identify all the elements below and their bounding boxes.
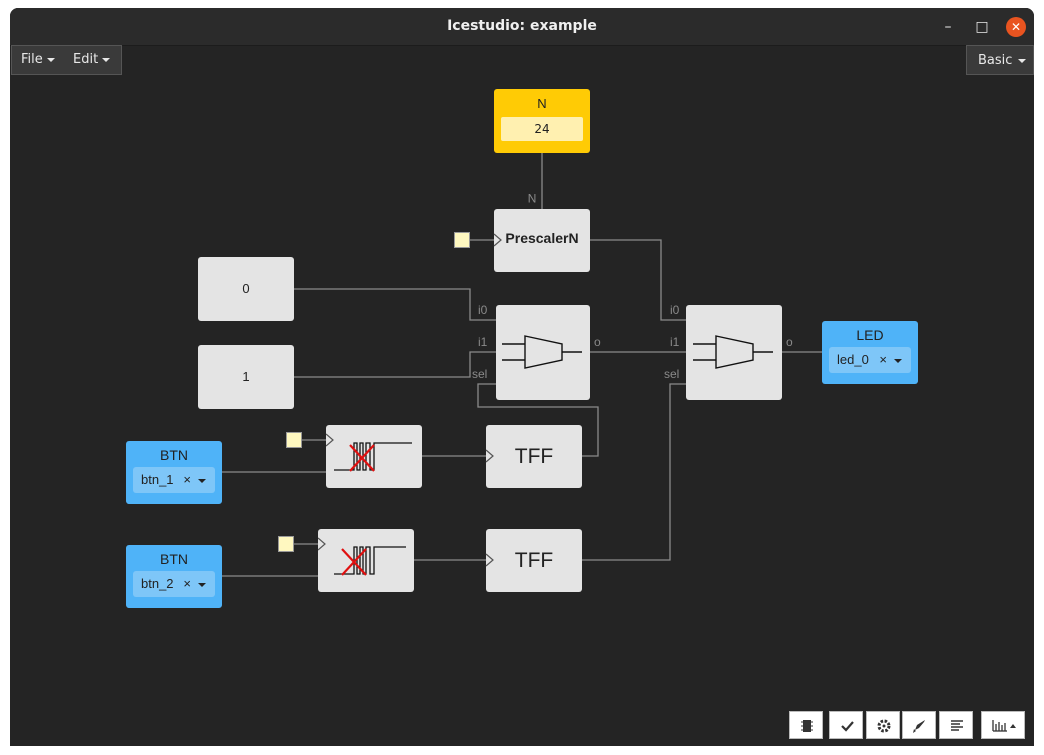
mux2-pin-i1: i1 (670, 335, 680, 349)
chevron-down-icon (102, 57, 111, 62)
btn1-pin-value: btn_1 (141, 472, 174, 487)
constant-n-block[interactable]: N 24 (494, 89, 590, 153)
edit-menu[interactable]: Edit (73, 45, 111, 75)
maximize-button[interactable]: □ (975, 19, 989, 35)
wire-const1 (294, 351, 496, 378)
debounce-icon (326, 433, 412, 472)
btn2-pin-value: btn_2 (141, 576, 174, 591)
prescaler-block[interactable]: PrescalerN (494, 209, 590, 272)
constant-n-name: N (537, 96, 547, 111)
clock-input-prescaler[interactable] (454, 232, 470, 248)
chevron-down-icon (46, 57, 55, 62)
file-menu-label: File (21, 52, 43, 67)
constant-0-block[interactable]: 0 (198, 257, 294, 321)
btn1-input-block[interactable]: BTN btn_1 × (126, 441, 222, 504)
mux1-pin-sel: sel (472, 367, 488, 381)
board-selector[interactable]: Basic (966, 45, 1034, 75)
align-left-icon (951, 720, 963, 731)
constant-1-block[interactable]: 1 (198, 345, 294, 409)
chevron-down-icon (198, 583, 206, 587)
constant-n-value[interactable]: 24 (501, 117, 583, 141)
tff-block-1[interactable]: TFF (486, 425, 582, 488)
clear-icon[interactable]: × (183, 472, 191, 487)
file-menu[interactable]: File (21, 45, 55, 75)
stats-button[interactable] (981, 711, 1025, 739)
app-window: Icestudio: example – □ ✕ File Edit Basic (10, 8, 1034, 746)
rocket-icon (913, 720, 925, 733)
chevron-down-icon (1018, 58, 1027, 63)
btn2-input-name: BTN (160, 551, 188, 567)
wire-const0 (294, 288, 496, 321)
led-pin-select[interactable]: led_0 × (829, 347, 911, 373)
clock-input-debouncer2[interactable] (278, 536, 294, 552)
led-pin-value: led_0 (837, 352, 869, 367)
mux-block-2[interactable] (686, 305, 782, 400)
mux2-pin-i0: i0 (670, 303, 680, 317)
title-bar: Icestudio: example – □ ✕ (10, 8, 1034, 46)
wires-layer (222, 152, 822, 577)
btn1-pin-select[interactable]: btn_1 × (133, 467, 215, 493)
tff-block-2[interactable]: TFF (486, 529, 582, 592)
mux1-pin-i1: i1 (478, 335, 488, 349)
mux-icon (502, 335, 582, 369)
gear-icon (877, 719, 891, 733)
mux2-pin-sel: sel (664, 367, 680, 381)
led-output-name: LED (856, 327, 884, 343)
mux2-pin-o: o (786, 335, 793, 349)
window-title: Icestudio: example (447, 18, 597, 34)
check-button[interactable] (829, 711, 863, 739)
chevron-down-icon (894, 359, 902, 363)
wire-tff1-out (477, 383, 599, 457)
debouncer-block-1[interactable] (326, 425, 422, 488)
mux-block-1[interactable] (496, 305, 590, 400)
chip-icon (801, 720, 813, 732)
btn2-pin-select[interactable]: btn_2 × (133, 571, 215, 597)
debouncer-block-2[interactable] (318, 529, 414, 592)
mux1-pin-o: o (594, 335, 601, 349)
clear-icon[interactable]: × (879, 352, 887, 367)
clock-input-debouncer1[interactable] (286, 432, 302, 448)
check-icon (841, 721, 854, 732)
board-selector-label: Basic (978, 53, 1013, 68)
led-output-block[interactable]: LED led_0 × (822, 321, 918, 384)
mux1-pin-i0: i0 (478, 303, 488, 317)
wire-tff2-out (582, 383, 686, 561)
debounce-icon (318, 537, 406, 576)
btn2-input-block[interactable]: BTN btn_2 × (126, 545, 222, 608)
build-button[interactable] (866, 711, 900, 739)
chevron-down-icon (198, 479, 206, 483)
pin-label-n: N (527, 191, 537, 205)
clear-icon[interactable]: × (183, 576, 191, 591)
verify-button[interactable] (789, 711, 823, 739)
bar-chart-icon (992, 720, 1016, 732)
minimize-button[interactable]: – (944, 19, 952, 35)
mux-icon (693, 335, 773, 369)
edit-menu-label: Edit (73, 52, 99, 67)
close-button[interactable]: ✕ (1006, 17, 1026, 37)
btn1-input-name: BTN (160, 447, 188, 463)
log-button[interactable] (939, 711, 973, 739)
wire-prescaler-out (590, 239, 686, 321)
upload-button[interactable] (902, 711, 936, 739)
